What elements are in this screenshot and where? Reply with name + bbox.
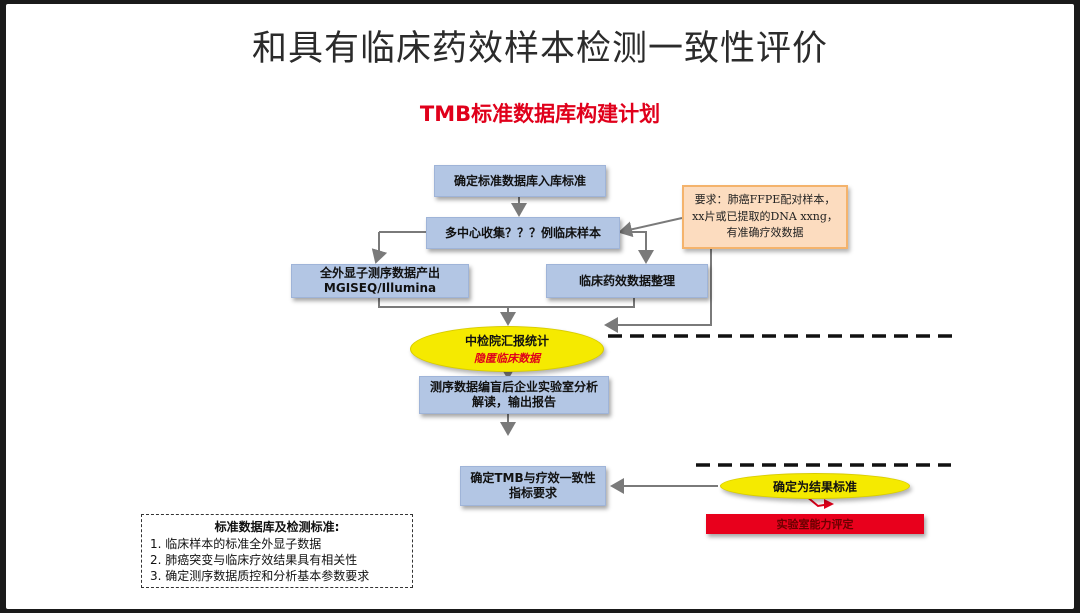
legend-item: 3. 确定测序数据质控和分析基本参数要求: [150, 569, 370, 584]
lab-evaluation-label: 实验室能力评定: [776, 518, 854, 531]
result-standard-label: 确定为结果标准: [772, 479, 857, 494]
legend-item: 2. 肺癌突变与临床疗效结果具有相关性: [150, 553, 358, 568]
legend-item: 1. 临床样本的标准全外显子数据: [150, 537, 322, 551]
step-blinded-analysis: 测序数据编盲后企业实验室分析解读，输出报告: [419, 376, 609, 414]
hidden-clinical-note: 隐匿临床数据: [474, 352, 540, 365]
step-tmb-consistency: 确定TMB与疗效一致性指标要求: [460, 466, 606, 506]
flow-connectors: [371, 197, 958, 509]
step-clinical-data-label: 临床药效数据整理: [578, 273, 675, 288]
result-standard: 确定为结果标准: [720, 473, 910, 499]
step-tmb-consistency-label: 确定TMB与疗效一致性指标要求: [470, 471, 596, 500]
slide: 和具有临床药效样本检测一致性评价 TMB标准数据库构建计划: [6, 4, 1074, 609]
legend-title: 标准数据库及检测标准:: [214, 520, 340, 534]
lab-evaluation-bar: 实验室能力评定: [706, 514, 924, 534]
step-sample-collection: 多中心收集？？？例临床样本: [426, 217, 620, 249]
requirement-note: 要求：肺癌FFPE配对样本，xx片或已提取的DNA xxng，有准确疗效数据: [682, 185, 848, 249]
step-wes-data-label: 全外显子测序数据产出 MGISEQ/Illumina: [319, 266, 440, 295]
nifdc-statistics-label: 中检院汇报统计: [464, 334, 549, 348]
diagram-title: TMB标准数据库构建计划: [419, 102, 661, 126]
step-clinical-data: 临床药效数据整理: [546, 264, 708, 298]
step-blinded-analysis-label: 测序数据编盲后企业实验室分析解读，输出报告: [429, 380, 598, 409]
standards-legend: 标准数据库及检测标准: 1. 临床样本的标准全外显子数据 2. 肺癌突变与临床疗…: [141, 514, 413, 588]
page-title: 和具有临床药效样本检测一致性评价: [251, 29, 828, 69]
requirement-note-text: 要求：肺癌FFPE配对样本，xx片或已提取的DNA xxng，有准确疗效数据: [692, 193, 838, 239]
step-entry-criteria: 确定标准数据库入库标准: [434, 165, 606, 197]
step-entry-criteria-label: 确定标准数据库入库标准: [453, 173, 586, 188]
step-sample-collection-label: 多中心收集？？？例临床样本: [444, 225, 601, 240]
step-wes-data: 全外显子测序数据产出 MGISEQ/Illumina: [291, 264, 469, 298]
nifdc-statistics: 中检院汇报统计 隐匿临床数据: [410, 326, 604, 372]
